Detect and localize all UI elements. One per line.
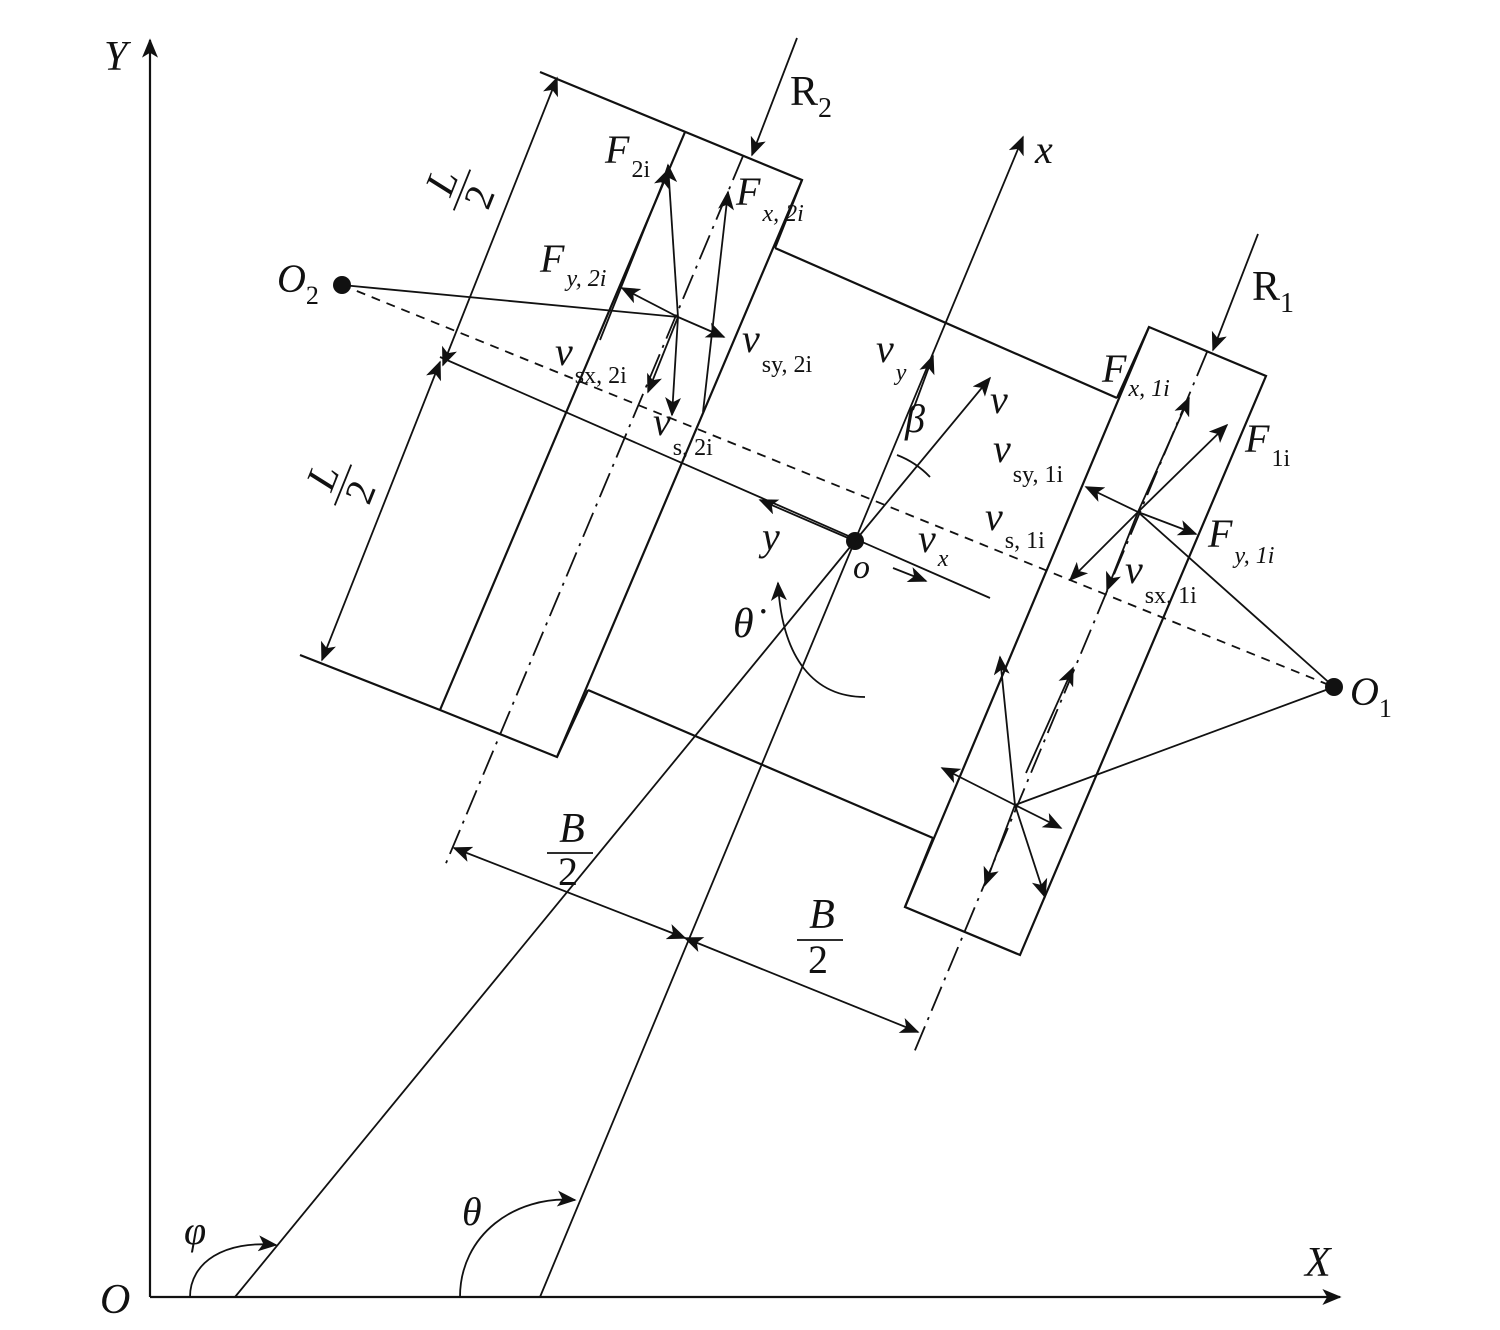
beta-arc [896, 454, 931, 478]
r2-label: R2 [790, 69, 832, 124]
vy-label: vy [876, 326, 907, 386]
instant-center-line [341, 284, 1335, 688]
x-axis-label: X [1303, 1240, 1333, 1286]
left-half-width-label: B 2 [547, 806, 593, 894]
vsx1-label: vsx, 1i [1125, 547, 1197, 609]
vsx2-label: vsx, 2i [555, 329, 627, 389]
theta-arc [459, 1190, 577, 1298]
upper-half-length-dimension [442, 76, 558, 367]
origin-label: O [100, 1277, 130, 1323]
track-1 [903, 325, 1268, 1056]
vsy2-label: vsy, 2i [742, 316, 813, 378]
o2-point [333, 276, 351, 294]
vs1-label: vs, 1i [985, 494, 1045, 554]
o1-label: O1 [1350, 669, 1392, 723]
o2-label: O2 [277, 256, 319, 310]
f2-label: F2i [604, 127, 650, 183]
r1-arrow [1211, 233, 1259, 352]
o1-ray-upper [1137, 511, 1335, 688]
body-x-label: x [1034, 127, 1053, 172]
fy1-label: Fy, 1i [1207, 511, 1274, 569]
velocity-vx-arrow [892, 567, 928, 582]
velocity-v-arrow [854, 376, 992, 542]
v-label: v [990, 377, 1008, 422]
lower-half-length-label: L 2 [297, 458, 385, 510]
o1-point [1325, 678, 1343, 696]
track-2-centerline [443, 155, 744, 869]
body-y-arrow [758, 499, 856, 542]
svg-text:2: 2 [455, 179, 504, 214]
lower-half-length-dimension [321, 360, 441, 662]
theta-label: θ [462, 1189, 482, 1234]
svg-text:2: 2 [336, 474, 385, 509]
track-1-lower-vectors [940, 655, 1074, 899]
track-1-centerline [912, 351, 1208, 1056]
right-half-width-label: B 2 [797, 892, 843, 982]
body-y-label: y [758, 514, 780, 559]
body-x-axis [539, 135, 1024, 1298]
body-origin-label: o [853, 549, 870, 586]
fy2-label: Fy, 2i [539, 236, 606, 292]
vs2-label: vs, 2i [653, 399, 713, 461]
theta-dot-arrow [770, 581, 866, 698]
track-2-contact-vectors [599, 163, 734, 417]
r2-arrow [750, 37, 798, 157]
o1-ray-lower [1014, 686, 1335, 806]
vsy1-label: vsy, 1i [993, 426, 1064, 488]
y-axis-label: Y [104, 34, 132, 80]
body-lateral-axis [439, 356, 991, 599]
theta-dot-label: θ̇ [733, 601, 766, 647]
vx-label: vx [918, 516, 949, 572]
right-half-width-dimension [683, 937, 920, 1033]
svg-text:2: 2 [558, 849, 578, 894]
velocity-vy-arrow [912, 354, 935, 411]
fx2-label: Fx, 2i [735, 169, 804, 227]
left-half-width-dimension [452, 846, 687, 940]
svg-text:B: B [559, 806, 585, 852]
position-line [234, 540, 856, 1298]
beta-label: β [904, 396, 925, 441]
fx1-label: Fx, 1i [1101, 346, 1170, 402]
track-1-contact-vectors [1068, 396, 1229, 592]
r1-label: R1 [1252, 264, 1294, 319]
svg-text:B: B [809, 892, 835, 938]
f1-label: F1i [1244, 416, 1290, 472]
svg-text:2: 2 [808, 937, 828, 982]
phi-arc [189, 1235, 278, 1298]
phi-label: φ [184, 1208, 206, 1253]
o2-ray [341, 284, 679, 318]
upper-half-length-label: L 2 [416, 163, 504, 215]
